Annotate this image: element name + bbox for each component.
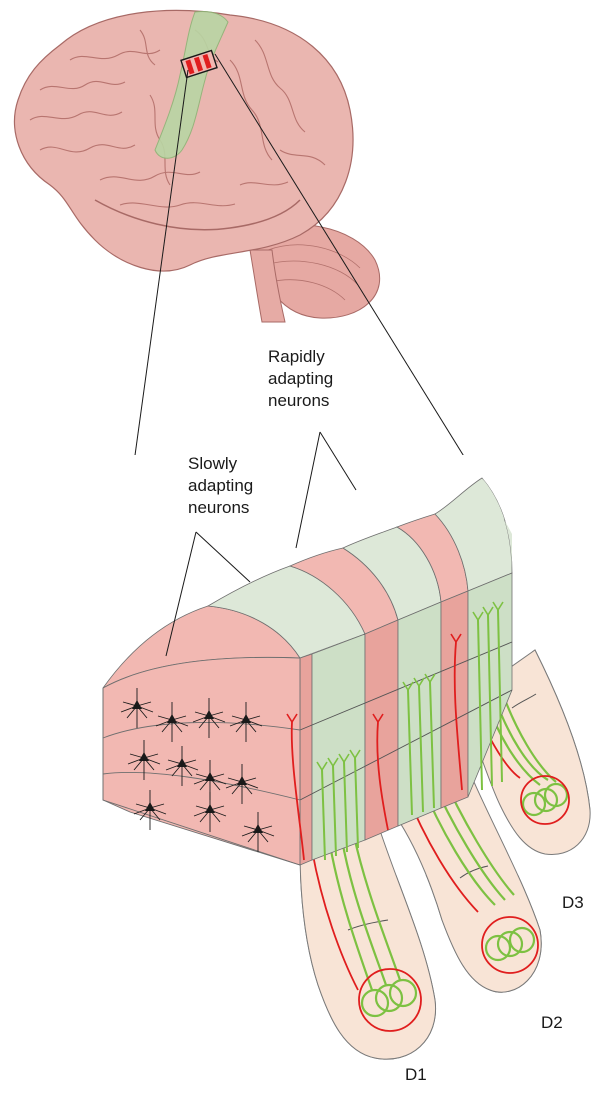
rapid-label-line-1: Rapidly [268, 346, 333, 368]
slowly-adapting-label: Slowly adapting neurons [188, 453, 253, 519]
cortical-block-main [92, 455, 590, 1059]
slow-label-line-3: neurons [188, 497, 253, 519]
digit-label-d3: D3 [562, 892, 584, 914]
digit-label-d2: D2 [541, 1012, 563, 1034]
digit-label-d1: D1 [405, 1064, 427, 1086]
slow-label-line-1: Slowly [188, 453, 253, 475]
rapidly-adapting-label: Rapidly adapting neurons [268, 346, 333, 412]
rapid-label-line-2: adapting [268, 368, 333, 390]
slow-label-line-2: adapting [188, 475, 253, 497]
rapid-label-line-3: neurons [268, 390, 333, 412]
brain-illustration [15, 10, 380, 322]
